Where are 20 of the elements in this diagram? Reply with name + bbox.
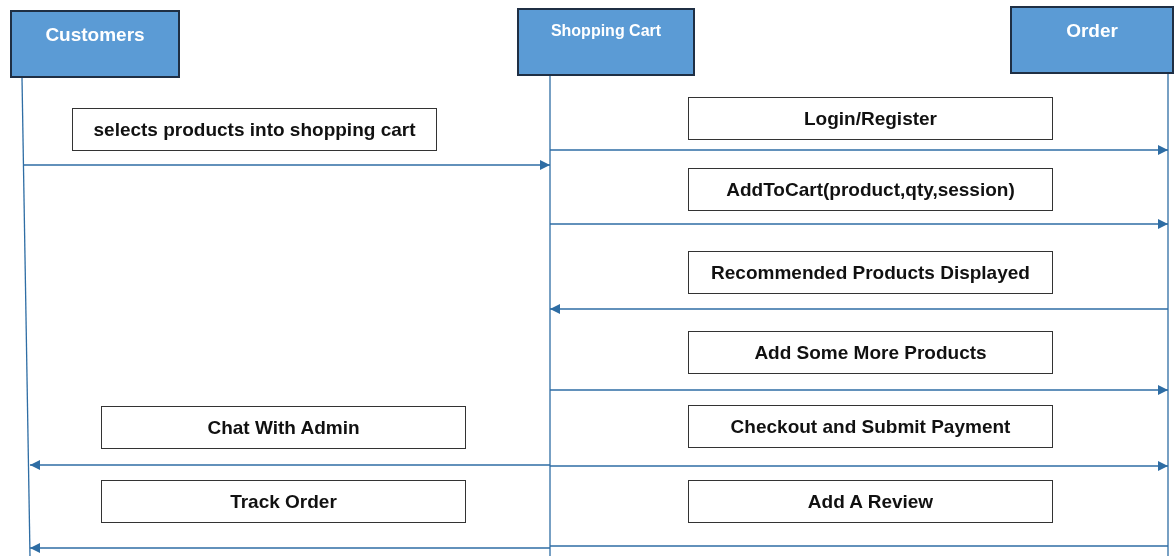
lifeline-header-box: Customers bbox=[10, 10, 180, 78]
message-arrow bbox=[549, 461, 1169, 471]
message-label: Login/Register bbox=[688, 97, 1053, 140]
message-arrow bbox=[549, 304, 1169, 314]
message-arrow bbox=[29, 460, 551, 470]
message-arrow bbox=[23, 160, 551, 170]
message-label: Chat With Admin bbox=[101, 406, 466, 449]
message-arrow bbox=[549, 385, 1169, 395]
message-label: Add Some More Products bbox=[688, 331, 1053, 374]
message-label: Add A Review bbox=[688, 480, 1053, 523]
message-label: selects products into shopping cart bbox=[72, 108, 437, 151]
message-arrow bbox=[549, 145, 1169, 155]
message-arrow bbox=[549, 219, 1169, 229]
message-label: Track Order bbox=[101, 480, 466, 523]
message-label: AddToCart(product,qty,session) bbox=[688, 168, 1053, 211]
message-arrow bbox=[29, 543, 551, 553]
message-label: Checkout and Submit Payment bbox=[688, 405, 1053, 448]
lifeline-header-box: Shopping Cart bbox=[517, 8, 695, 76]
message-label: Recommended Products Displayed bbox=[688, 251, 1053, 294]
lifeline-header-box: Order bbox=[1010, 6, 1174, 74]
